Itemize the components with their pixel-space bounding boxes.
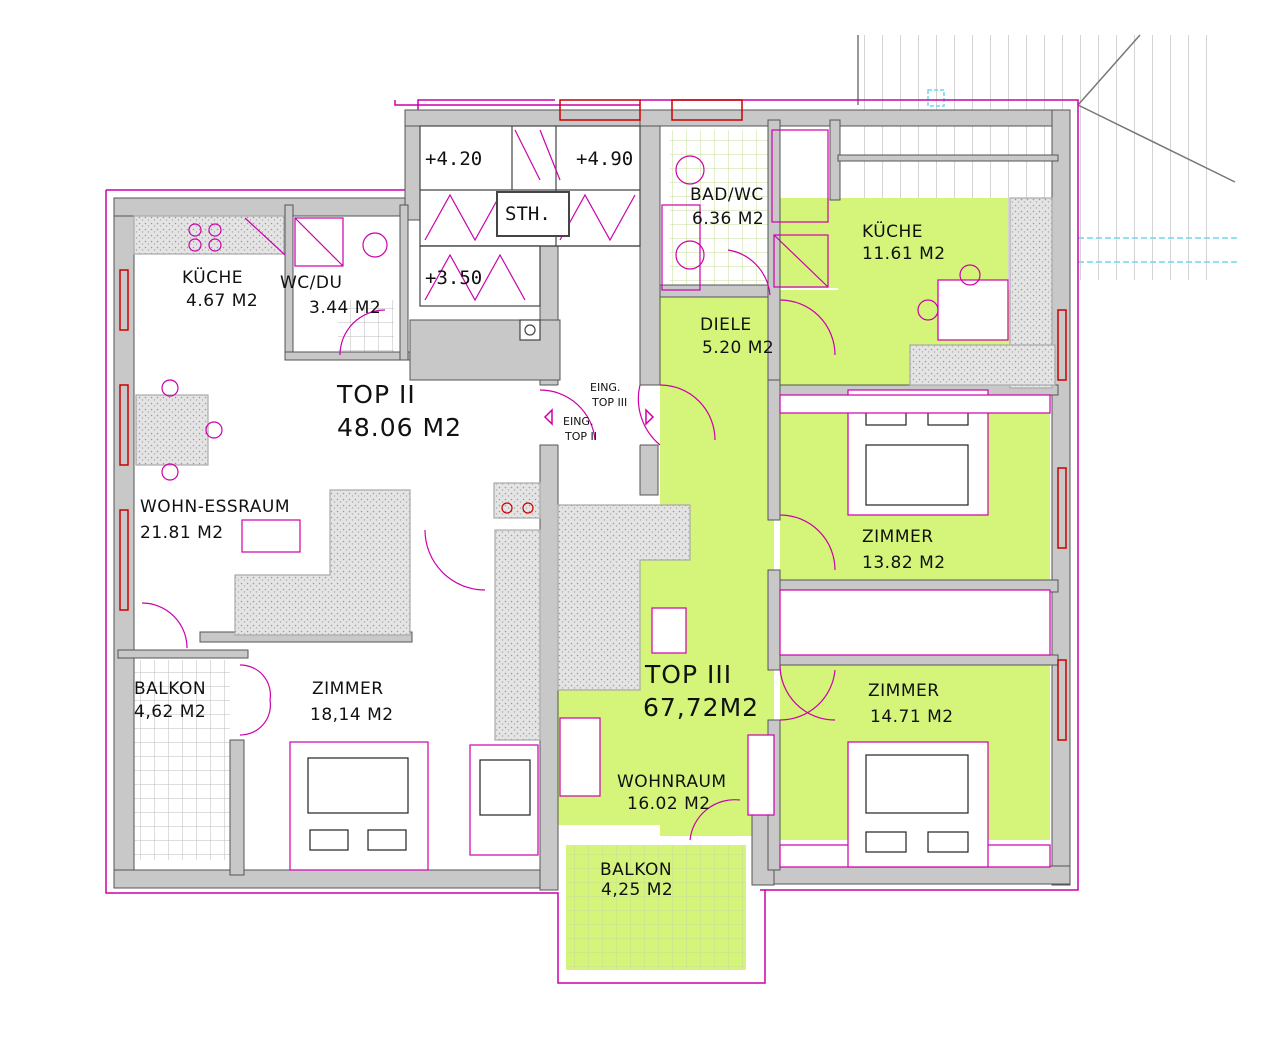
entrance-top2-line1: EING. <box>563 415 593 428</box>
stair-level-1: +4.20 <box>425 148 482 170</box>
unit-top2-name: TOP II <box>336 380 416 409</box>
wc-du-name: WC/DU <box>280 273 342 293</box>
doors <box>141 217 836 841</box>
kueche-right-area: 11.61 M2 <box>862 244 946 264</box>
balkon-bottom-tiles <box>566 845 746 970</box>
unit-top2-area: 48.06 M2 <box>337 413 462 442</box>
diele-name: DIELE <box>700 315 752 335</box>
bad-wc-name: BAD/WC <box>690 185 764 205</box>
balkon-bottom-area: 4,25 M2 <box>601 880 673 900</box>
entry-corridor <box>539 384 716 446</box>
stair-sth-label: STH. <box>505 203 551 225</box>
kueche-right-name: KÜCHE <box>862 220 923 242</box>
balkon-bottom-name: BALKON <box>600 860 672 880</box>
entrance-top3-line1: EING. <box>590 381 620 394</box>
stairwell <box>419 125 641 341</box>
entrance-top3-line2: TOP III <box>591 396 627 409</box>
zimmer-upper-name: ZIMMER <box>862 527 934 547</box>
wohn-ess-area: 21.81 M2 <box>140 523 224 543</box>
wc-du-area: 3.44 M2 <box>309 298 381 318</box>
labels: TOP II 48.06 M2 TOP III 67,72M2 KÜCHE 4.… <box>134 148 954 900</box>
balkon-left-name: BALKON <box>134 679 206 699</box>
furniture <box>133 129 1056 871</box>
balkon-left-tiles <box>118 660 230 860</box>
entrance-top2-line2: TOP II <box>564 430 597 443</box>
kueche-left-name: KÜCHE <box>182 266 243 288</box>
unit-top3-name: TOP III <box>644 660 732 689</box>
zimmer-left-name: ZIMMER <box>312 679 384 699</box>
stair-level-2: +4.90 <box>576 148 633 170</box>
wohn-ess-name: WOHN-ESSRAUM <box>140 497 290 517</box>
kueche-left-area: 4.67 M2 <box>186 291 258 311</box>
zimmer-lower-area: 14.71 M2 <box>870 707 954 727</box>
wohnraum-area: 16.02 M2 <box>627 794 711 814</box>
bad-wc-area: 6.36 M2 <box>692 209 764 229</box>
unit-top3-area: 67,72M2 <box>643 693 759 722</box>
zimmer-left-area: 18,14 M2 <box>310 705 394 725</box>
wohnraum-name: WOHNRAUM <box>617 772 727 792</box>
zimmer-lower-name: ZIMMER <box>868 681 940 701</box>
windows <box>119 99 1067 741</box>
stair-level-3: +3.50 <box>425 267 482 289</box>
balkon-left-area: 4,62 M2 <box>134 702 206 722</box>
diele-area: 5.20 M2 <box>702 338 774 358</box>
wc-du-tiles <box>338 300 394 355</box>
zimmer-upper-area: 13.82 M2 <box>862 553 946 573</box>
